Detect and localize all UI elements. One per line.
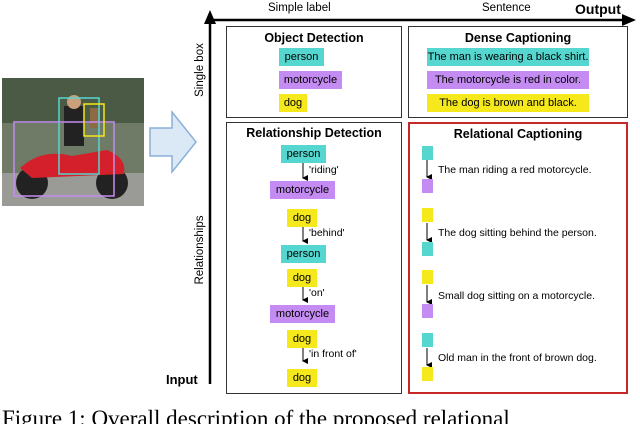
rd-node-dog-4: dog (287, 369, 317, 387)
od-label-motorcycle: motorcycle (279, 71, 342, 89)
dense-captioning-title: Dense Captioning (464, 31, 572, 45)
rd-node-motorcycle-2: motorcycle (270, 305, 335, 323)
rc-caption-3: Small dog sitting on a motorcycle. (438, 290, 595, 302)
rc-motorcycle-box-1 (422, 179, 433, 193)
figure-caption: Figure 1: Overall description of the pro… (2, 406, 510, 424)
rc-dog-box-3 (422, 367, 433, 381)
relationship-arrows-svg (302, 163, 308, 364)
rd-rel-behind: 'behind' (309, 227, 345, 239)
rc-caption-4: Old man in the front of brown dog. (438, 352, 597, 364)
input-arrow-icon (149, 109, 197, 175)
output-label: Output (575, 1, 621, 17)
rd-node-dog-3: dog (287, 330, 317, 348)
input-label: Input (166, 372, 198, 387)
simple-label-heading: Simple label (268, 2, 331, 14)
rc-person-box-3 (422, 333, 433, 347)
rc-dog-box-2 (422, 270, 433, 284)
rd-node-dog-1: dog (287, 209, 317, 227)
rd-rel-on: 'on' (309, 287, 325, 299)
relationship-detection-panel: Relationship Detection person 'riding' m… (226, 122, 402, 394)
rd-node-dog-2: dog (287, 269, 317, 287)
rc-person-box-2 (422, 242, 433, 256)
rc-caption-1: The man riding a red motorcycle. (438, 164, 592, 176)
relationships-label: Relationships (194, 215, 206, 285)
horizontal-axis-arrowhead (622, 14, 636, 26)
rd-rel-riding: 'riding' (309, 164, 339, 176)
od-label-dog: dog (279, 94, 307, 112)
rc-dog-box-1 (422, 208, 433, 222)
rc-motorcycle-box-2 (422, 304, 433, 318)
od-label-person: person (279, 48, 324, 66)
rc-person-box-1 (422, 146, 433, 160)
dc-caption-2: The motorcycle is red in color. (427, 71, 589, 89)
relational-arrows-svg (426, 160, 432, 368)
vertical-axis-arrowhead (204, 10, 216, 24)
dc-caption-1: The man is wearing a black shirt. (427, 48, 589, 66)
rc-caption-2: The dog sitting behind the person. (438, 227, 597, 239)
rd-node-person-1: person (281, 145, 326, 163)
input-photo (2, 78, 144, 206)
object-detection-title: Object Detection (264, 31, 364, 45)
relationship-detection-title: Relationship Detection (246, 126, 382, 140)
sentence-heading: Sentence (482, 2, 531, 14)
single-box-label: Single box (194, 43, 206, 97)
photo-of-man-on-motorcycle-with-dog-icon (2, 78, 144, 206)
object-detection-panel: Object Detection person motorcycle dog (226, 26, 402, 118)
rd-node-person-2: person (281, 245, 326, 263)
dense-captioning-panel: Dense Captioning The man is wearing a bl… (408, 26, 628, 118)
rd-node-motorcycle-1: motorcycle (270, 181, 335, 199)
dc-caption-3: The dog is brown and black. (427, 94, 589, 112)
relational-captioning-title: Relational Captioning (453, 127, 583, 141)
relational-captioning-panel: Relational Captioning The man riding a r… (408, 122, 628, 394)
rd-rel-in-front-of: 'in front of' (309, 348, 357, 360)
